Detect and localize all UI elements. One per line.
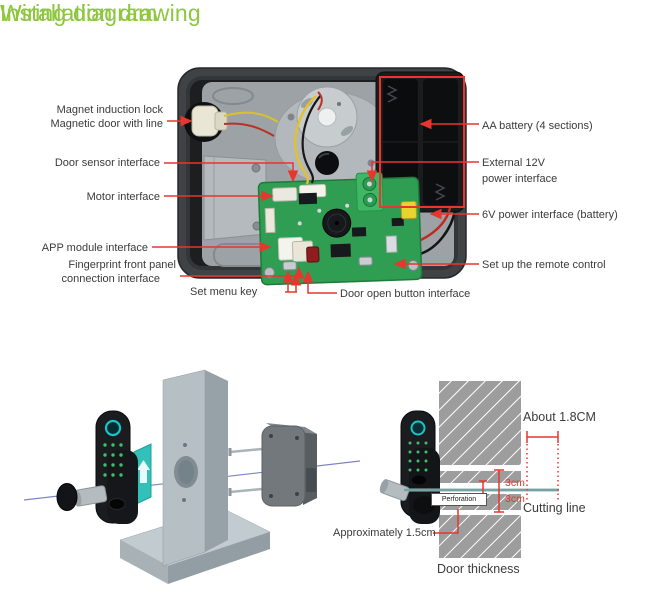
label-remote-control: Set up the remote control — [482, 259, 606, 271]
door-block-bottom — [439, 515, 521, 558]
teal-mounting-plate — [133, 443, 152, 506]
annotation-3cm-upper: 3cm — [505, 477, 525, 489]
label-external-12v: External 12V power interface — [482, 157, 558, 185]
label-set-menu-key: Set menu key — [190, 286, 258, 298]
lock-front-panel-section — [379, 410, 440, 524]
door-slab — [162, 369, 228, 567]
mounting-screws — [228, 447, 263, 496]
circuit-board — [257, 172, 423, 286]
wiring-section-title: Wiring diagram — [0, 0, 158, 26]
label-magnet-induction-lock: Magnet induction lock Magnetic door with… — [50, 104, 163, 130]
label-door-open-button: Door open button interface — [340, 288, 471, 300]
motor-connector — [272, 187, 298, 202]
annotation-perforation: Perforation — [431, 493, 487, 506]
motor-black-wire — [301, 94, 322, 184]
label-door-sensor-interface: Door sensor interface — [54, 157, 160, 169]
fingerprint-ring — [104, 419, 122, 437]
annotation-door-thickness: Door thickness — [437, 562, 520, 576]
label-fingerprint-panel-interface: Fingerprint front panel connection inter… — [61, 259, 176, 285]
magnet-plug — [184, 102, 279, 142]
wiring-leader-lines — [152, 76, 479, 294]
6v-connector — [400, 200, 418, 220]
annotation-3cm-lower: 3cm — [505, 493, 525, 505]
annotation-approx-15cm: Approximately 1.5cm — [333, 527, 436, 539]
set-menu-button — [282, 261, 297, 271]
annotation-cutting-line: Cutting line — [523, 501, 586, 515]
label-app-module-interface: APP module interface — [41, 242, 148, 254]
cylinder-cap — [56, 483, 78, 511]
battery-compartment — [375, 71, 465, 213]
lock-back-body — [261, 423, 317, 507]
label-aa-battery: AA battery (4 sections) — [482, 120, 593, 132]
door-cross-section — [379, 381, 559, 558]
exploded-installation-view — [23, 369, 361, 584]
motor-yellow-wire — [294, 95, 317, 185]
keypad-dots — [103, 443, 123, 477]
red-connector — [306, 246, 320, 263]
door-block-top — [439, 381, 521, 465]
annotation-about-18cm: About 1.8CM — [523, 410, 596, 424]
remote-pair-button — [358, 256, 373, 266]
installation-section-title: Installation drawing — [0, 0, 201, 26]
label-motor-interface: Motor interface — [86, 191, 160, 203]
wiring-photo — [177, 67, 467, 286]
battery-highlight-box — [379, 76, 465, 208]
lock-front-panel-3d — [56, 410, 138, 524]
label-6v-power-interface: 6V power interface (battery) — [482, 209, 618, 221]
